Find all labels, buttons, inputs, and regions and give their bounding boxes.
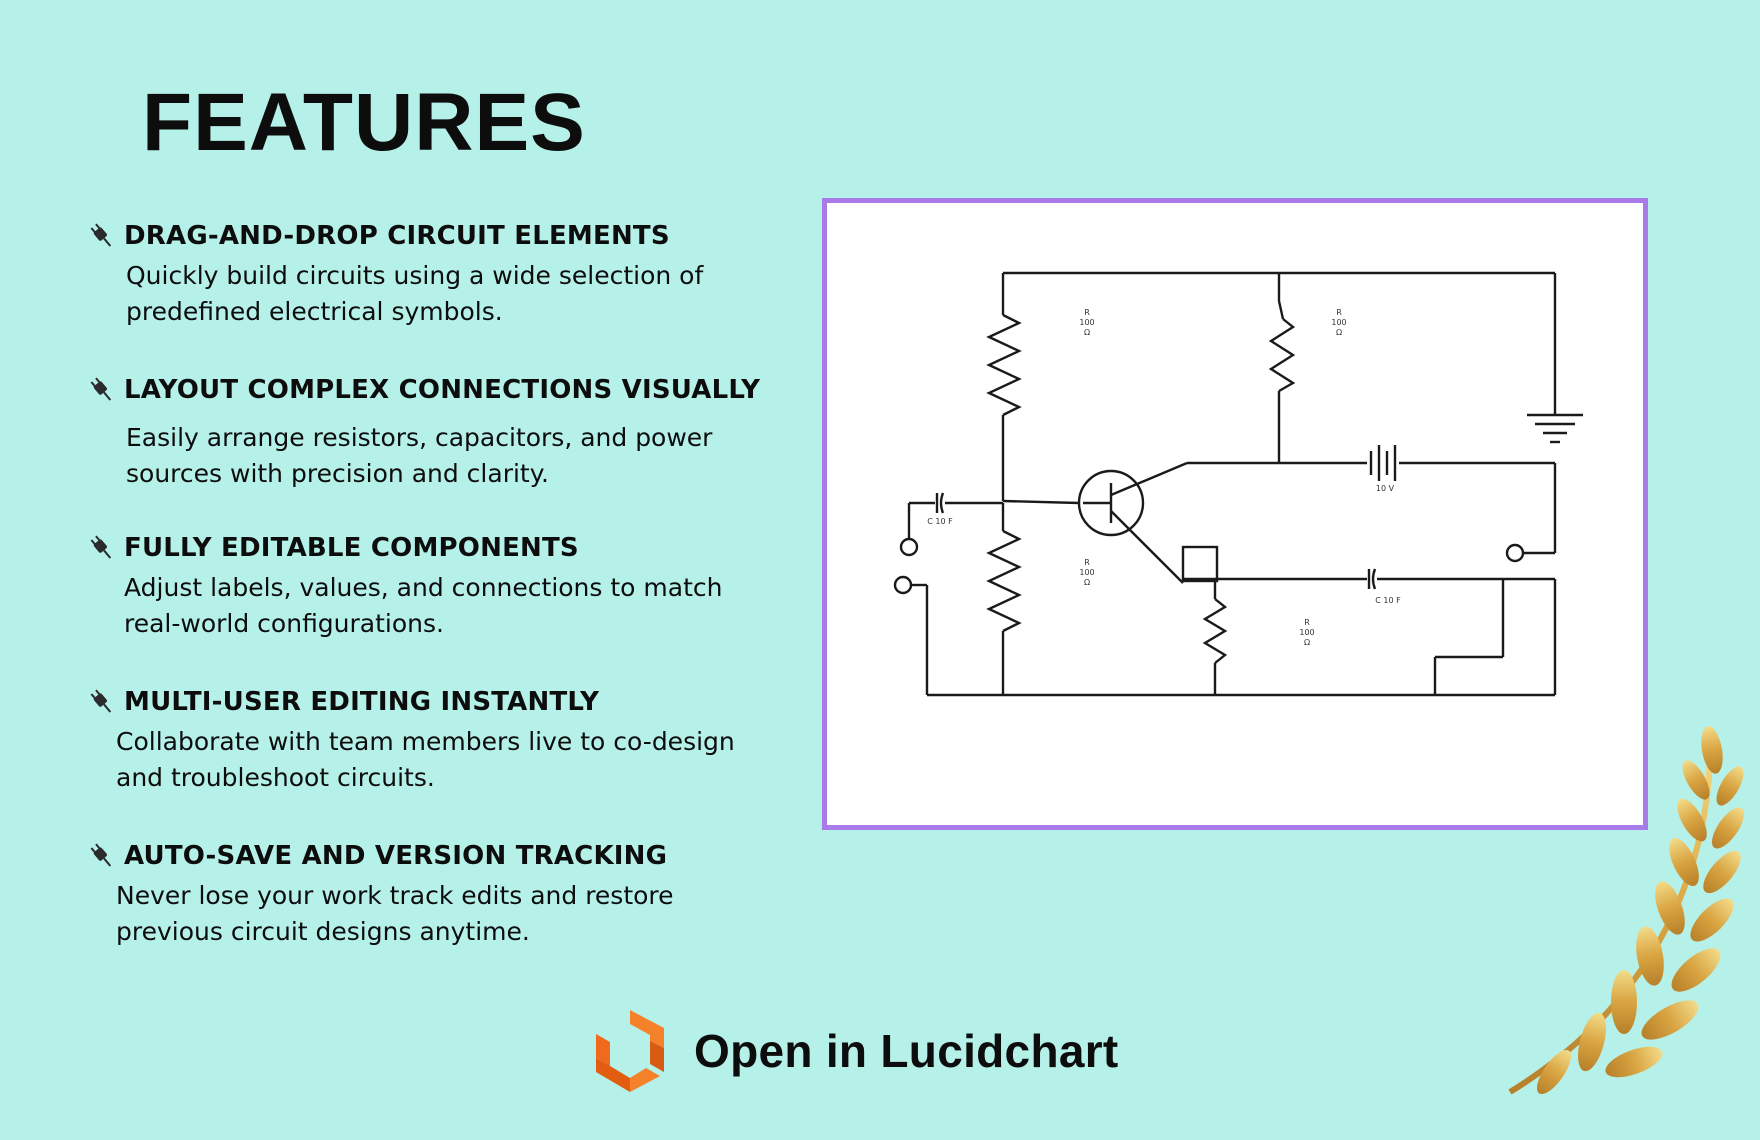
feature-item-editable: FULLY EDITABLE COMPONENTS Adjust labels,… — [88, 528, 808, 642]
label-line: Ω — [1303, 638, 1311, 647]
feature-description: Collaborate with team members live to co… — [116, 727, 735, 792]
resistor-symbol — [986, 313, 1022, 417]
component-box — [1181, 545, 1219, 583]
page-title: FEATURES — [142, 77, 586, 168]
resistor-symbol — [1268, 318, 1296, 393]
feature-title: LAYOUT COMPLEX CONNECTIONS VISUALLY — [124, 375, 761, 405]
label-line: 100 — [1079, 568, 1095, 577]
feature-description: Easily arrange resistors, capacitors, an… — [126, 423, 713, 488]
feature-item-layout: LAYOUT COMPLEX CONNECTIONS VISUALLY Easi… — [88, 370, 808, 492]
resistor-symbol — [1202, 598, 1228, 664]
feature-title: AUTO-SAVE AND VERSION TRACKING — [124, 841, 668, 871]
label-line: R — [1084, 308, 1090, 317]
resistor-label: R 100 Ω — [1075, 308, 1099, 338]
circuit-diagram — [893, 271, 1583, 697]
circuit-diagram-frame: R 100 Ω R 100 Ω R 100 Ω R 100 Ω 10 V C 1… — [822, 198, 1648, 830]
plug-icon — [90, 535, 112, 559]
feature-description: Never lose your work track edits and res… — [116, 881, 674, 946]
label-line: R — [1084, 558, 1090, 567]
diagram-labels: R 100 Ω R 100 Ω R 100 Ω R 100 Ω 10 V C 1… — [827, 203, 1643, 825]
wire — [1277, 300, 1285, 320]
label-line: 100 — [1331, 318, 1347, 327]
resistor-label: R 100 Ω — [1075, 558, 1099, 588]
label-line: 100 — [1079, 318, 1095, 327]
label-line: R — [1336, 308, 1342, 317]
transistor-symbol — [1077, 469, 1145, 537]
feature-title: DRAG-AND-DROP CIRCUIT ELEMENTS — [124, 221, 670, 251]
feature-item-auto-save: AUTO-SAVE AND VERSION TRACKING Never los… — [88, 836, 808, 950]
plug-icon — [90, 689, 112, 713]
wire — [1002, 499, 1080, 505]
transistor-symbol — [1110, 510, 1184, 584]
capacitor-symbol — [939, 492, 945, 514]
label-line: Ω — [1083, 578, 1091, 587]
laurel-icon — [1508, 726, 1745, 1095]
feature-title: FULLY EDITABLE COMPONENTS — [124, 533, 579, 563]
feature-description: Quickly build circuits using a wide sele… — [126, 261, 704, 326]
plug-icon — [90, 843, 112, 867]
feature-description: Adjust labels, values, and connections t… — [124, 573, 723, 638]
label-line: Ω — [1335, 328, 1343, 337]
feature-item-multi-user: MULTI-USER EDITING INSTANTLY Collaborate… — [88, 682, 808, 796]
terminal-symbol — [899, 537, 919, 557]
open-in-lucidchart-button[interactable]: Open in Lucidchart — [590, 1008, 1119, 1094]
lucidchart-logo-icon — [596, 1010, 664, 1092]
label-line: 100 — [1299, 628, 1315, 637]
capacitor-label: C 10 F — [1375, 596, 1401, 605]
feature-item-drag-drop: DRAG-AND-DROP CIRCUIT ELEMENTS Quickly b… — [88, 216, 808, 330]
label-line: R — [1304, 618, 1310, 627]
terminal-symbol — [1505, 543, 1525, 563]
resistor-symbol — [986, 529, 1022, 633]
capacitor-label: C 10 F — [927, 517, 953, 526]
feature-title: MULTI-USER EDITING INSTANTLY — [124, 687, 600, 717]
capacitor-symbol — [1371, 568, 1377, 590]
plug-icon — [90, 377, 112, 401]
label-line: Ω — [1083, 328, 1091, 337]
resistor-label: R 100 Ω — [1327, 308, 1351, 338]
plug-icon — [90, 223, 112, 247]
cta-label: Open in Lucidchart — [694, 1025, 1119, 1077]
battery-label: 10 V — [1375, 484, 1395, 493]
resistor-label: R 100 Ω — [1295, 618, 1319, 648]
transistor-symbol — [1110, 461, 1188, 497]
